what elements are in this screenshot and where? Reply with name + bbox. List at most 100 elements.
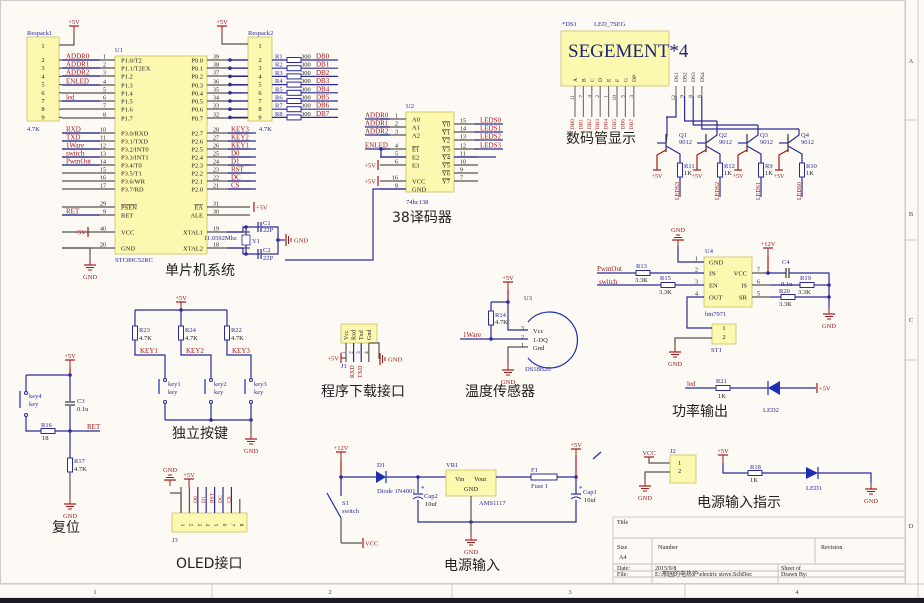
net-label: switch (599, 278, 618, 286)
d1-diode (376, 471, 386, 483)
u1-pin-name: P0.5 (191, 99, 203, 106)
net-label: DC (231, 174, 241, 182)
st1-pin: 1 (722, 325, 725, 332)
respack2-value: 4.7K (259, 126, 272, 133)
ds1-seg-pin-name: A (573, 78, 579, 82)
net-label: ADDR2 (365, 128, 389, 136)
base-resistor-value: 1K (765, 170, 773, 177)
vr1-ref: VR1 (446, 462, 458, 469)
d1-value: Diode 1N4001 (377, 488, 415, 495)
frame-row-label: A (909, 58, 914, 65)
u1-pin-num: 36 (213, 80, 219, 86)
st1-gnd (669, 346, 681, 358)
u1-pin-num: 34 (213, 96, 219, 102)
u1-part: STC89C52RC (115, 257, 153, 264)
db-resistor (286, 65, 302, 72)
transistor-emitter-lead (778, 149, 789, 170)
s1-value: switch (342, 508, 360, 515)
frame-column-label: 2 (328, 589, 331, 596)
r17-ref: R17 (74, 458, 86, 465)
net-label: LEDS2 (480, 133, 502, 141)
tb-title-label: Title (617, 520, 628, 526)
transistor-part: 9012 (719, 139, 732, 146)
respack1-body (26, 36, 60, 122)
u1-pin-name: PSEN (121, 205, 137, 212)
net-label: D1 (231, 158, 240, 166)
u1-pin-num: 7 (103, 104, 106, 110)
xtal2-wire (227, 247, 260, 255)
gnd-label: GND (464, 549, 478, 556)
ds1-seg-pin-name: D (598, 78, 604, 82)
section-title-keys: 独立按键 (172, 426, 228, 442)
reset-key-ref: key4 (29, 393, 42, 400)
u1-pin-name: GND (121, 246, 135, 253)
u1-pin-name: P0.4 (191, 91, 203, 98)
j1-net-label: TXD (358, 365, 364, 378)
key-pullup-resistor (132, 325, 138, 341)
u1-pin-name: P1.6 (121, 107, 133, 114)
transistor-part: 9012 (760, 139, 773, 146)
gnd-symbol (379, 353, 386, 365)
u1-pin-num: 40 (100, 227, 106, 233)
j3-gnd (164, 474, 176, 486)
u3-5v (503, 281, 513, 290)
u1-pin-num: 10 (100, 128, 106, 134)
net-label: led (687, 380, 696, 388)
tb-drawn-label: Drawn By: (781, 572, 808, 578)
db-resistor (286, 114, 302, 121)
db-resistor-ref: R1 (275, 54, 283, 61)
u1-pin-num: 6 (103, 96, 106, 102)
u1-pin-num: 1 (103, 55, 106, 61)
u1-pin-name: P3.3/INT1 (121, 155, 149, 162)
respack2-body (247, 36, 273, 122)
u1-pin-name: P3.4/T0 (121, 163, 142, 170)
r16 (40, 428, 56, 434)
u2-pin-name: E2 (412, 155, 419, 162)
r19 (799, 282, 815, 288)
frame-row-label: C (909, 317, 913, 324)
base-resistor-ref: R11 (684, 163, 695, 170)
u1-pin-num: 28 (213, 128, 219, 134)
bottom-edge (0, 598, 924, 603)
j3-net-label: D1 (201, 496, 207, 503)
gnd-label: GND (638, 495, 652, 502)
r20 (780, 294, 796, 300)
ds1-net-label: DB6 (620, 119, 626, 130)
base-resistor (758, 162, 764, 178)
power-label: +5V (774, 174, 785, 180)
u4-pin-name: IN (709, 271, 716, 278)
tb-revision-label: Revision (821, 545, 842, 551)
u1-pin-name: P2.4 (191, 155, 203, 162)
u1-pin-name: P1.2 (121, 74, 133, 81)
u2-pin-num: 6 (395, 160, 398, 166)
u1-pin-num: 9 (103, 210, 106, 216)
j2-pin: 2 (678, 468, 681, 475)
respack2-pin: 4 (258, 73, 262, 80)
u1-pin-name: P1.4 (121, 91, 133, 98)
j2-pin: 1 (678, 460, 681, 467)
tb-date-label: Date: (617, 566, 630, 572)
j1-pin-name: Gnd (367, 330, 373, 340)
net-label: ADDR1 (66, 61, 90, 69)
r13-value: 3.3K (635, 277, 648, 284)
cap-plate (570, 496, 582, 500)
j3-pin-num: 7 (229, 524, 235, 527)
db-resistor-value: 300 (301, 78, 311, 85)
key-type: key (168, 389, 178, 396)
j3-pin-num: 6 (221, 524, 227, 527)
ds1-digit-pin-name: DS3 (691, 72, 697, 82)
respack1-pin: 7 (41, 98, 45, 105)
u1-pin-name: P2.1 (191, 179, 203, 186)
power-label: +5V (733, 174, 744, 180)
u1-pin-num: 19 (213, 227, 219, 233)
respack2-pin: 6 (258, 90, 262, 97)
ds1-pin-num: 7 (578, 95, 584, 98)
tb-date: 2015/9/8 (655, 566, 676, 572)
respack2-pin1-wire (221, 34, 248, 45)
st1-ref: ST1 (711, 347, 722, 354)
key-contact (209, 378, 213, 382)
net-label: LEDS1 (480, 125, 502, 133)
db-resistor (286, 81, 302, 88)
ds1-net-label: DB5 (612, 119, 618, 130)
power-label: +5V (502, 275, 514, 282)
